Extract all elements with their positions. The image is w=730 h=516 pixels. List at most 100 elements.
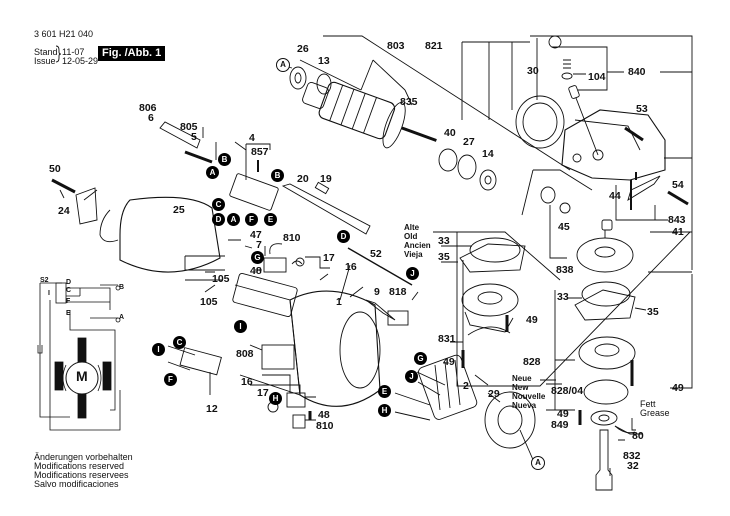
bearing-flange-new-shape: [578, 336, 636, 370]
bearing-45-shape: [559, 202, 571, 214]
badge-h: H: [269, 392, 282, 405]
part-label: 47: [250, 229, 262, 241]
part-label: 9: [374, 286, 380, 298]
stand-label: Stand: [34, 47, 58, 57]
part-label: 849: [551, 419, 569, 431]
part-label: 104: [588, 71, 606, 83]
screw-54-shape: [667, 190, 689, 206]
part-label: 7: [256, 239, 262, 251]
wire-e: [394, 392, 431, 406]
ring-33-new-shape: [581, 281, 631, 307]
variant-old: Old: [404, 232, 418, 241]
part-label: 857: [251, 146, 269, 158]
bearing-41-shape: [601, 219, 613, 231]
part-label: 805: [180, 121, 198, 133]
wiring-label-a: A: [119, 314, 125, 321]
badge-g: G: [251, 251, 264, 264]
part-label: 49: [526, 314, 538, 326]
wiring-label-d: D: [66, 279, 72, 286]
badge-g: G: [414, 352, 427, 365]
bearing-flange-old-shape: [461, 283, 519, 317]
armature-shape: [302, 81, 437, 149]
badge-f: F: [245, 213, 258, 226]
part-label: 17: [257, 387, 269, 399]
leader-840-41: [650, 71, 692, 233]
ring-27-shape: [457, 154, 477, 180]
washer-80-shape: [590, 410, 618, 426]
footer-line: Modifications reserved: [34, 461, 125, 471]
grease-note: Grease: [640, 408, 670, 418]
lock-lever-shape: [627, 175, 661, 202]
part-label: 16: [345, 261, 357, 273]
bearing-26-shape: [289, 66, 307, 90]
figure-label: Fig. /Abb. 1: [98, 46, 166, 61]
part-label: 19: [320, 173, 332, 185]
badge-j: J: [406, 267, 419, 280]
bevel-gear-shape: [576, 237, 634, 273]
clamp-24-shape: [75, 187, 98, 225]
ring-40-shape: [438, 148, 458, 172]
leader-835: [299, 59, 413, 106]
new-variant-frame: [540, 290, 575, 411]
leader-1: [339, 264, 351, 301]
part-label: 14: [482, 148, 494, 160]
brush-holder-shape: [263, 257, 287, 273]
part-label: 48: [250, 265, 262, 277]
badge-c: C: [212, 198, 225, 211]
part-label: 4: [249, 132, 255, 144]
wiring-label-c: C: [66, 287, 72, 294]
badge-i: I: [152, 343, 165, 356]
part-label: 49: [443, 356, 455, 368]
part-label: 27: [463, 136, 475, 148]
wire-g: [416, 371, 446, 386]
footer-line: Änderungen vorbehalten: [34, 452, 133, 462]
clip-831-shape: [467, 326, 511, 336]
wiring-label-e: E: [66, 310, 71, 317]
frame-right: [530, 35, 693, 270]
badge-b: B: [271, 169, 284, 182]
part-label: 25: [173, 204, 185, 216]
switch-818-shape: [387, 310, 409, 326]
brush-holder-bottom-shape: [286, 392, 306, 408]
housing-opening-shape: [339, 311, 381, 389]
part-label: 33: [438, 235, 450, 247]
part-label: 840: [628, 66, 646, 78]
part-label: 5: [191, 131, 197, 143]
insulation-105-shape: [184, 255, 225, 271]
part-label: 52: [370, 248, 382, 260]
screw-53-shape: [624, 126, 644, 142]
part-label: 32: [627, 460, 639, 472]
badge-d: D: [337, 230, 350, 243]
old-variant-frame: [433, 231, 691, 387]
part-label: 105: [200, 296, 218, 308]
part-label: 832: [623, 450, 641, 462]
leader-803-frame: [323, 35, 571, 171]
wiring-label-b: B: [119, 284, 125, 291]
badge-e: E: [378, 385, 391, 398]
switch-12-shape: [179, 347, 222, 376]
variant-old: Ancien: [404, 241, 431, 250]
part-label: 843: [668, 214, 686, 226]
part-label: 41: [672, 226, 684, 238]
part-label: 53: [636, 103, 648, 115]
flange-30-shape: [515, 95, 565, 149]
leader-838: [549, 205, 567, 259]
variant-new: Nouvelle: [512, 392, 546, 401]
part-label: 2: [463, 380, 469, 392]
motor-housing-front-shape: [289, 290, 381, 407]
issue-label: Issue: [34, 56, 56, 66]
badge-a: A: [227, 213, 240, 226]
badge-j: J: [405, 370, 418, 383]
part-label: 6: [148, 112, 154, 124]
part-label: 40: [444, 127, 456, 139]
stator-shape: [418, 354, 478, 420]
part-label: 44: [609, 190, 621, 202]
badge-a: A: [531, 456, 545, 470]
part-label: 24: [58, 205, 70, 217]
part-label: 808: [236, 348, 254, 360]
stand-date: 11-07: [62, 47, 85, 57]
part-number: 3 601 H21 040: [34, 29, 94, 39]
gear-housing-shape: [561, 109, 666, 181]
wire-j: [417, 381, 441, 396]
leader-49c: [648, 271, 693, 389]
